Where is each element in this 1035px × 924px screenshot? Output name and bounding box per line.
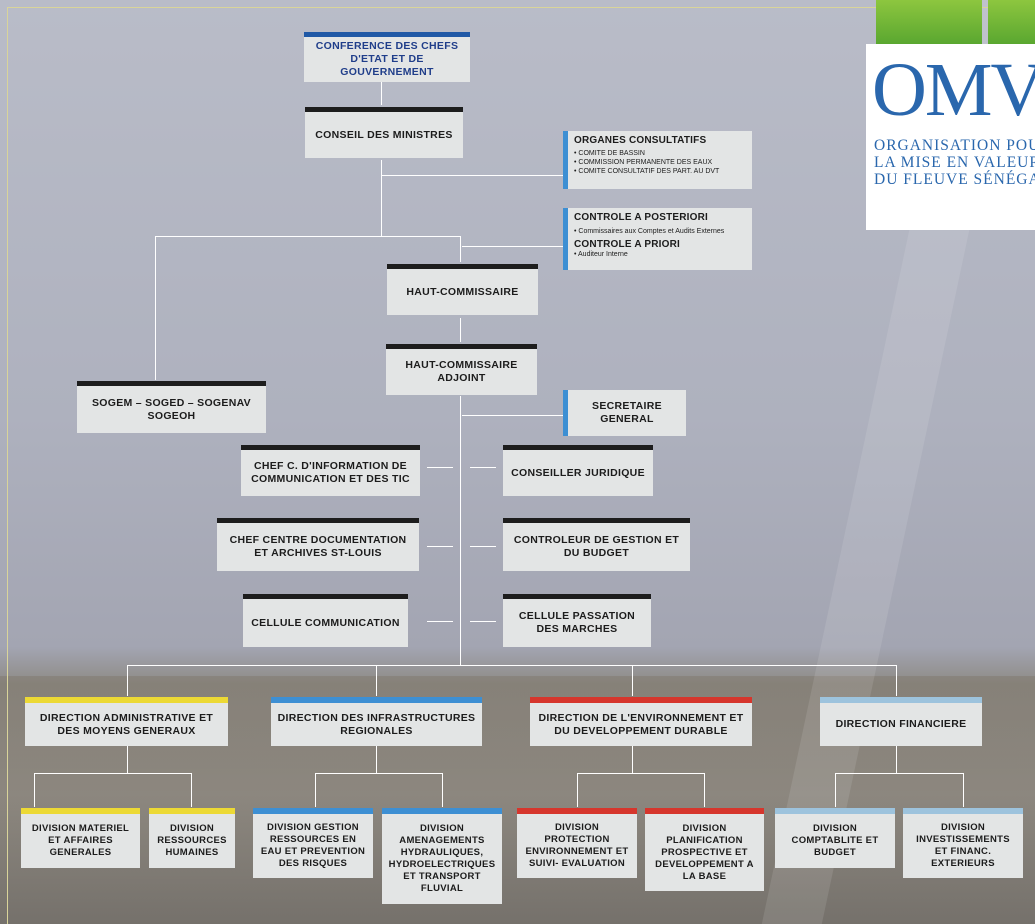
direction-infrastructures-box: DIRECTION DES INFRASTRUCTURES REGIONALES [271, 697, 482, 746]
logo-green-square-1 [876, 0, 982, 44]
connector [704, 773, 705, 807]
connector [470, 467, 496, 468]
division-materiel-box: DIVISION MATERIEL ET AFFAIRES GENERALES [21, 808, 140, 868]
connector [577, 773, 578, 807]
connector [427, 621, 453, 622]
chart-frame [7, 7, 1035, 924]
division-protection-box: DIVISION PROTECTION ENVIRONNEMENT ET SUI… [517, 808, 637, 878]
controleur-gestion-box: CONTROLEUR DE GESTION ET DU BUDGET [503, 518, 690, 571]
division-comptabilite-box: DIVISION COMPTABLITE ET BUDGET [775, 808, 895, 868]
direction-financiere-box: DIRECTION FINANCIERE [820, 697, 982, 746]
connector [632, 665, 633, 696]
direction-administrative-box: DIRECTION ADMINISTRATIVE ET DES MOYENS G… [25, 697, 228, 746]
connector [155, 236, 156, 380]
connector [963, 773, 964, 807]
connector [460, 318, 461, 342]
organes-item: • COMITE CONSULTATIF DES PART. AU DVT [574, 168, 720, 175]
connector [442, 773, 443, 807]
chef-information-box: CHEF C. D'INFORMATION DE COMMUNICATION E… [241, 445, 420, 496]
connector [835, 773, 836, 807]
connector [427, 467, 453, 468]
division-amenagements-box: DIVISION AMENAGEMENTS HYDRAULIQUES, HYDR… [382, 808, 502, 904]
connector [470, 546, 496, 547]
connector [376, 746, 377, 773]
connector [315, 773, 316, 807]
direction-environnement-box: DIRECTION DE L'ENVIRONNEMENT ET DU DEVEL… [530, 697, 752, 746]
societes-box: SOGEM – SOGED – SOGENAV SOGEOH [77, 381, 266, 433]
division-planification-box: DIVISION PLANIFICATION PROSPECTIVE ET DE… [645, 808, 764, 891]
logo-line-1: ORGANISATION POUR [874, 137, 1035, 154]
haut-commissaire-adjoint-box: HAUT-COMMISSAIRE ADJOINT [386, 344, 537, 395]
haut-commissaire-box: HAUT-COMMISSAIRE [387, 264, 538, 315]
connector [896, 665, 897, 696]
connector [155, 236, 461, 237]
connector [127, 746, 128, 773]
cellule-communication-box: CELLULE COMMUNICATION [243, 594, 408, 647]
controle-panel: CONTROLE A POSTERIORI • Commissaires aux… [563, 208, 752, 270]
organes-item: • COMMISSION PERMANENTE DES EAUX [574, 159, 713, 166]
connector [460, 236, 461, 262]
connector [462, 415, 563, 416]
connector [427, 546, 453, 547]
controle-priori-title: CONTROLE A PRIORI [574, 239, 680, 250]
logo-line-2: LA MISE EN VALEUR [874, 154, 1035, 171]
division-gestion-eau-box: DIVISION GESTION RESSOURCES EN EAU ET PR… [253, 808, 373, 878]
connector [470, 621, 496, 622]
logo-panel [866, 44, 1035, 230]
division-ressources-humaines-box: DIVISION RESSOURCES HUMAINES [149, 808, 235, 868]
connector [462, 246, 563, 247]
connector [381, 160, 382, 236]
connector [191, 773, 192, 807]
secretaire-general-box: SECRETAIRE GENERAL [563, 390, 686, 436]
connector [632, 746, 633, 773]
cellule-passation-box: CELLULE PASSATION DES MARCHES [503, 594, 651, 647]
logo-acronym: OMVS [872, 48, 1035, 132]
connector [127, 665, 897, 666]
connector [376, 665, 377, 696]
conference-box: CONFERENCE DES CHEFS D'ETAT ET DE GOUVER… [304, 32, 470, 82]
connector [34, 773, 192, 774]
connector [127, 665, 128, 696]
organes-consultatifs-panel: ORGANES CONSULTATIFS • COMITE DE BASSIN … [563, 131, 752, 189]
conseiller-juridique-box: CONSEILLER JURIDIQUE [503, 445, 653, 496]
connector [460, 396, 461, 666]
organes-title: ORGANES CONSULTATIFS [574, 135, 707, 146]
connector [381, 175, 563, 176]
logo-green-square-2 [988, 0, 1035, 44]
connector [34, 773, 35, 807]
division-investissements-box: DIVISION INVESTISSEMENTS ET FINANC. EXTE… [903, 808, 1023, 878]
controle-posteriori-title: CONTROLE A POSTERIORI [574, 212, 709, 223]
chef-documentation-box: CHEF CENTRE DOCUMENTATION ET ARCHIVES ST… [217, 518, 419, 571]
connector [835, 773, 964, 774]
connector [896, 746, 897, 773]
organes-item: • COMITE DE BASSIN [574, 150, 645, 157]
logo-line-3: DU FLEUVE SÉNÉGAL [874, 171, 1035, 188]
connector [577, 773, 705, 774]
connector [381, 82, 382, 105]
conseil-box: CONSEIL DES MINISTRES [305, 107, 463, 158]
connector [315, 773, 443, 774]
controle-posteriori-item: • Commissaires aux Comptes et Audits Ext… [574, 228, 725, 235]
controle-priori-item: • Auditeur Interne [574, 251, 628, 258]
